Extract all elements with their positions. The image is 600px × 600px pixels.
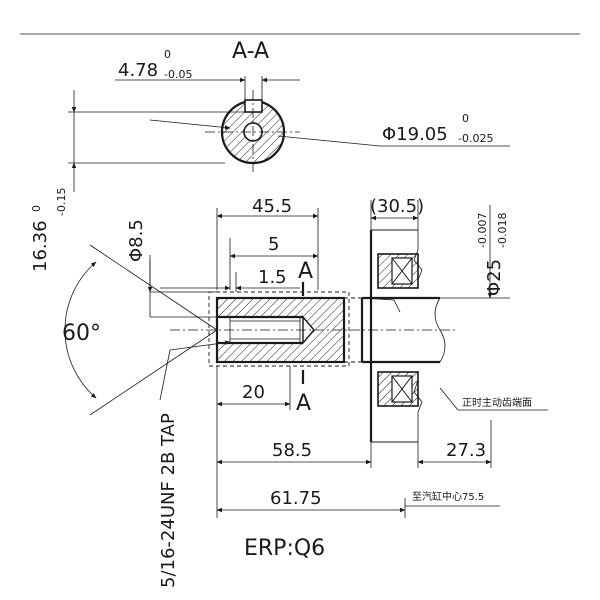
shaft-diameter-tol-upper: 0 <box>462 112 469 125</box>
shaft-diameter-tol-lower: -0.025 <box>458 132 493 145</box>
dim-5: 5 <box>268 234 279 255</box>
bearing-diameter-tol-lower: -0.018 <box>496 213 509 248</box>
model-label: ERP:Q6 <box>244 536 325 561</box>
dim-58-5: 58.5 <box>272 440 312 461</box>
key-depth-tol-upper: 0 <box>30 205 43 212</box>
bearing-diameter-tol-upper: -0.007 <box>476 213 489 248</box>
dim-27-3: 27.3 <box>446 440 486 461</box>
bearing-width-ref: (30.5) <box>370 196 424 217</box>
section-label: A-A <box>232 39 269 64</box>
section-marker-bottom: A <box>296 391 311 416</box>
shaft-side-view: 45.5 5 1.5 A A <box>62 196 455 588</box>
bearing-diameter: Φ25 <box>484 259 505 296</box>
gear-face-note: 正时主动齿端面 <box>462 396 532 409</box>
chamfer-diameter: Φ8.5 <box>126 219 147 262</box>
shaft-diameter-value: Φ19.05 <box>382 124 448 145</box>
angle-60: 60° <box>62 321 101 346</box>
bearing-housing: (30.5) Φ25 -0.007 -0.018 正时主动齿端面 <box>360 196 548 443</box>
section-view-a-a: A-A 4.78 0 -0.05 Φ19.05 0 -0.025 16.36 0… <box>30 39 510 272</box>
key-depth-value: 16.36 <box>30 220 51 272</box>
dim-1-5: 1.5 <box>258 267 287 288</box>
key-width-value: 4.78 <box>118 60 158 81</box>
key-depth-tol-lower: -0.15 <box>55 188 68 216</box>
keyway-slot <box>244 99 263 113</box>
key-width-tol-lower: -0.05 <box>164 68 192 81</box>
overall-dimensions: 58.5 27.3 61.75 至汽缸中心75.5 ERP:Q6 <box>216 410 500 561</box>
thread-spec: 5/16-24UNF 2B TAP <box>158 413 179 588</box>
section-marker-top: A <box>298 259 313 284</box>
key-width-tol-upper: 0 <box>164 48 171 61</box>
dim-61-75: 61.75 <box>270 488 322 509</box>
hidden-outline <box>208 291 350 367</box>
dim-45-5: 45.5 <box>252 196 292 217</box>
dim-20: 20 <box>242 382 265 403</box>
cylinder-center-note: 至汽缸中心75.5 <box>412 490 484 503</box>
